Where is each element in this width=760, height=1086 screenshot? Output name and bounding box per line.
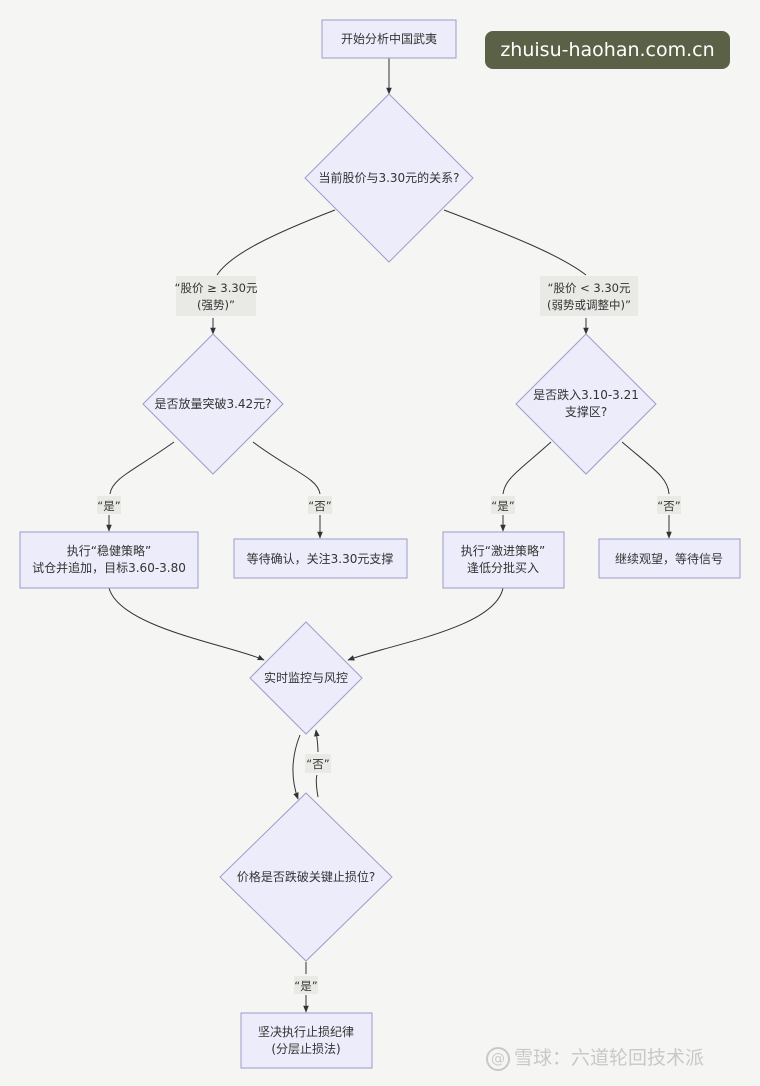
node-start: 开始分析中国武夷 (321, 19, 457, 59)
edge-q-price-to-weak (443, 209, 587, 276)
node-steady-strategy-line1: 执行“稳健策略” (67, 543, 151, 558)
node-q-price-label: 当前股价与3.30元的关系? (318, 170, 459, 185)
edge-label-weak-line2: (弱势或调整中)” (547, 298, 631, 312)
node-wait-confirm-label: 等待确认，关注3.30元支撑 (247, 551, 394, 566)
edge-q-support-to-no (621, 441, 670, 495)
watermark-badge: zhuisu-haohan.com.cn (485, 31, 730, 69)
edge-label-volume-yes-text: “是” (97, 499, 120, 513)
node-q-volume: 是否放量突破3.42元? (142, 333, 284, 475)
node-keep-watching: 继续观望，等待信号 (598, 538, 741, 579)
node-start-label: 开始分析中国武夷 (341, 31, 437, 46)
edge-q-volume-to-yes (109, 441, 175, 495)
edge-label-weak: “股价 < 3.30元 (弱势或调整中)” (540, 276, 638, 316)
node-q-support-label-line1: 是否跌入3.10-3.21 (533, 387, 639, 402)
node-keep-watching-label: 继续观望，等待信号 (615, 552, 723, 566)
edge-label-stoploss-no: “否” (305, 754, 331, 773)
node-stoploss-action-line1: 坚决执行止损纪律 (258, 1025, 354, 1039)
node-q-support-label-line2: 支撑区? (565, 404, 607, 419)
edge-label-support-no-text: “否” (657, 499, 680, 513)
edge-label-volume-yes: “是” (97, 496, 121, 514)
edge-aggressive-to-monitor (347, 587, 504, 661)
edge-label-support-yes-text: “是” (491, 499, 514, 513)
edge-label-volume-no: “否” (308, 496, 332, 514)
edge-label-strong: “股价 ≥ 3.30元 (强势)” (174, 276, 258, 316)
edge-no-to-monitor (314, 729, 320, 753)
edge-steady-to-monitor (108, 587, 265, 661)
edge-q-price-to-strong (216, 209, 336, 276)
footer-text: 雪球：六道轮回技术派 (514, 1047, 705, 1069)
edge-q-volume-to-no (252, 441, 321, 495)
edge-labels: “股价 ≥ 3.30元 (强势)” “股价 < 3.30元 (弱势或调整中)” … (97, 276, 681, 994)
node-q-stoploss: 价格是否跌破关键止损位? (219, 792, 393, 962)
node-q-volume-label: 是否放量突破3.42元? (154, 396, 271, 411)
edge-q-support-to-yes (502, 441, 552, 495)
node-q-stoploss-label: 价格是否跌破关键止损位? (237, 869, 375, 884)
edge-label-stoploss-yes-text: “是” (294, 979, 317, 993)
edge-label-stoploss-no-text: “否” (306, 757, 329, 771)
node-monitor: 实时监控与风控 (249, 621, 363, 735)
edge-q-stoploss-to-no (315, 774, 319, 798)
node-aggressive-strategy-line1: 执行“激进策略” (461, 543, 545, 558)
edge-monitor-to-q-stoploss (292, 734, 301, 800)
node-monitor-label: 实时监控与风控 (264, 670, 348, 685)
edge-label-support-no: “否” (657, 496, 681, 514)
edge-label-strong-line1: “股价 ≥ 3.30元 (174, 281, 258, 295)
node-stoploss-action-line2: (分层止损法) (271, 1042, 340, 1056)
node-stoploss-action: 坚决执行止损纪律 (分层止损法) (240, 1012, 373, 1069)
node-wait-confirm: 等待确认，关注3.30元支撑 (233, 538, 408, 579)
edge-label-support-yes: “是” (491, 496, 515, 514)
node-aggressive-strategy-line2: 逢低分批买入 (467, 560, 539, 575)
node-aggressive-strategy: 执行“激进策略” 逢低分批买入 (442, 531, 565, 589)
node-steady-strategy: 执行“稳健策略” 试仓并追加，目标3.60-3.80 (19, 531, 199, 589)
node-q-price: 当前股价与3.30元的关系? (304, 93, 474, 263)
edges (106, 58, 672, 1013)
xueqiu-logo-icon: @ (486, 1046, 510, 1071)
edge-label-weak-line1: “股价 < 3.30元 (547, 281, 631, 295)
node-q-support: 是否跌入3.10-3.21 支撑区? (515, 333, 657, 475)
node-steady-strategy-line2: 试仓并追加，目标3.60-3.80 (32, 560, 186, 575)
edge-label-strong-line2: (强势)” (197, 298, 235, 312)
edge-label-volume-no-text: “否” (308, 499, 331, 513)
edge-label-stoploss-yes: “是” (294, 976, 318, 994)
footer-watermark: @雪球：六道轮回技术派 (486, 1041, 756, 1075)
